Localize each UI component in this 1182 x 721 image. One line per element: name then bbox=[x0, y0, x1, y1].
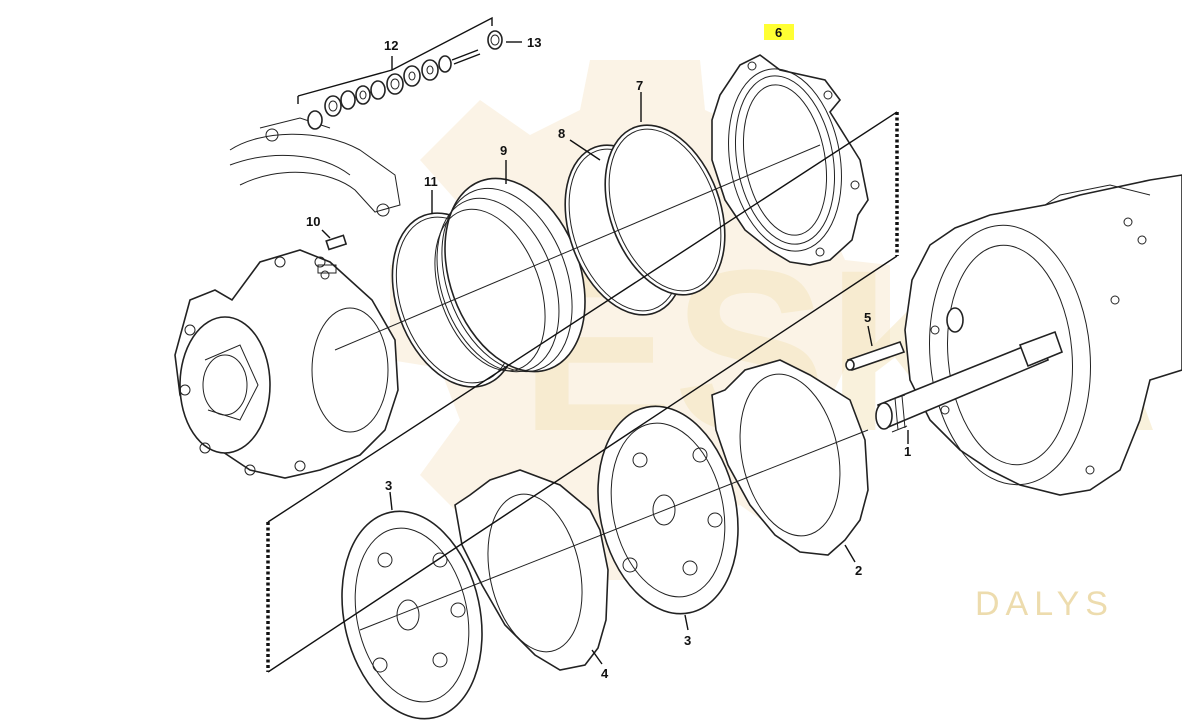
label-5: 5 bbox=[864, 310, 871, 325]
label-3-middle: 3 bbox=[684, 633, 691, 648]
plate-2: 2 bbox=[711, 359, 869, 578]
label-10: 10 bbox=[306, 214, 320, 229]
centre-axis bbox=[334, 144, 869, 631]
label-8: 8 bbox=[558, 126, 565, 141]
label-13: 13 bbox=[527, 35, 541, 50]
upper-housing-outline bbox=[229, 117, 401, 217]
axle-casing bbox=[904, 174, 1182, 496]
label-9: 9 bbox=[500, 143, 507, 158]
pin-5: 5 bbox=[845, 310, 906, 372]
plate-4: 4 bbox=[454, 469, 609, 681]
ring-13: 13 bbox=[487, 30, 541, 50]
label-6: 6 bbox=[775, 25, 782, 40]
label-7: 7 bbox=[636, 78, 643, 93]
assembly-bracket bbox=[266, 111, 899, 673]
label-3-left: 3 bbox=[385, 478, 392, 493]
label-12: 12 bbox=[384, 38, 398, 53]
housing-6: 6 bbox=[711, 24, 869, 266]
friction-disc-3-middle: 3 bbox=[597, 405, 739, 648]
label-2: 2 bbox=[855, 563, 862, 578]
wheel-hub bbox=[174, 249, 399, 479]
pin-10: 10 bbox=[306, 214, 348, 251]
friction-disc-3-left: 3 bbox=[341, 478, 483, 720]
label-4: 4 bbox=[601, 666, 609, 681]
seal-kit-12: 12 bbox=[297, 16, 493, 130]
shaft-1: 1 bbox=[875, 330, 1064, 459]
watermark-brand-small: DALYS bbox=[975, 585, 1114, 623]
label-1: 1 bbox=[904, 444, 911, 459]
label-6-highlight bbox=[764, 24, 794, 40]
label-11: 11 bbox=[424, 174, 438, 189]
